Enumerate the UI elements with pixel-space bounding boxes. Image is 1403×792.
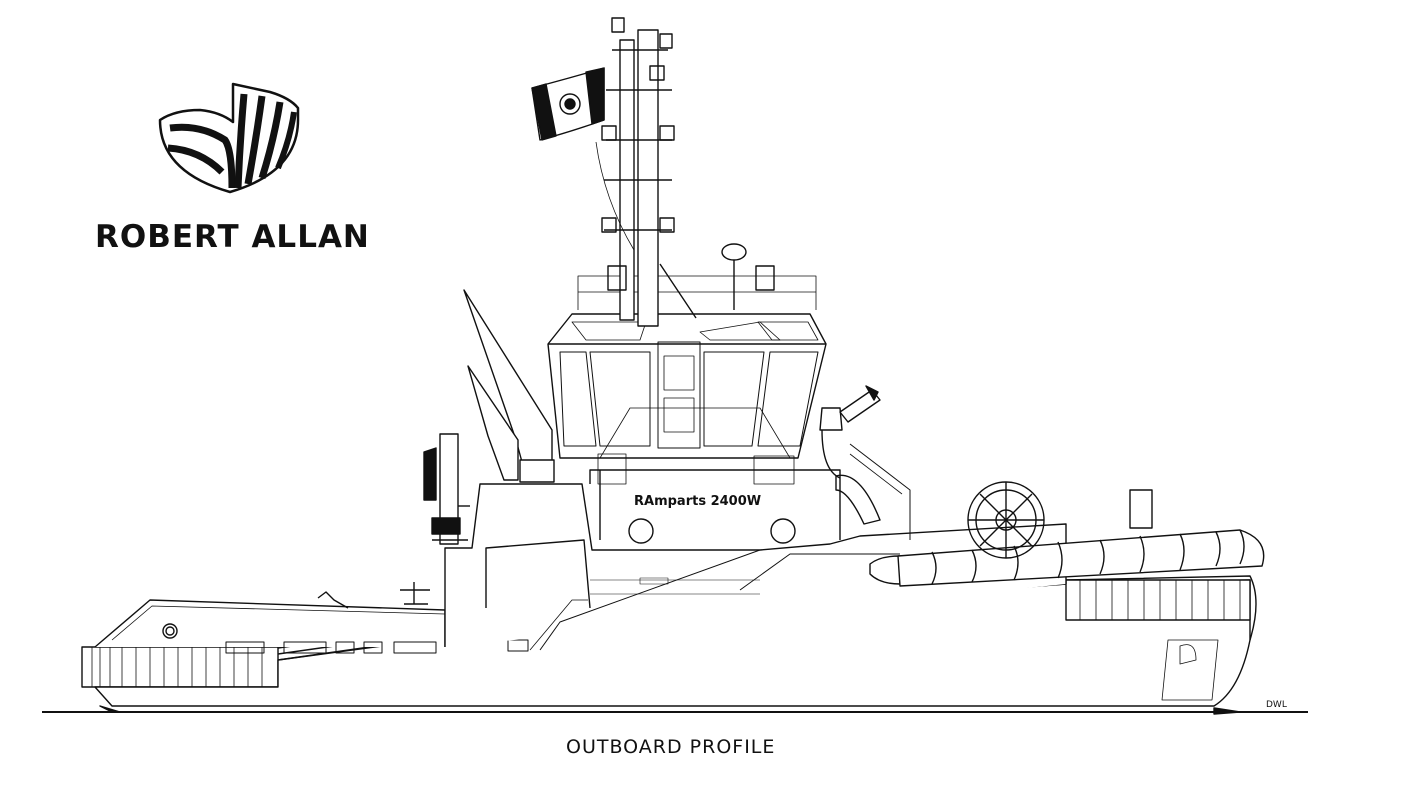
aft-deck-crane	[423, 433, 470, 545]
mast	[595, 17, 775, 327]
flag	[531, 67, 605, 141]
fire-monitor	[819, 385, 881, 479]
exhaust-stacks	[463, 289, 555, 483]
deckhouse	[444, 443, 1265, 651]
bow-winch	[967, 481, 1153, 559]
wheelhouse	[547, 275, 827, 485]
company-name: ROBERT ALLAN	[95, 219, 370, 255]
drawing-caption: OUTBOARD PROFILE	[566, 736, 776, 758]
waterline-label: DWL	[1266, 700, 1287, 710]
robert-allan-logo-mark	[158, 82, 300, 194]
vessel-name-label: RAmparts 2400W	[634, 494, 762, 509]
bow-fender	[897, 529, 1265, 587]
